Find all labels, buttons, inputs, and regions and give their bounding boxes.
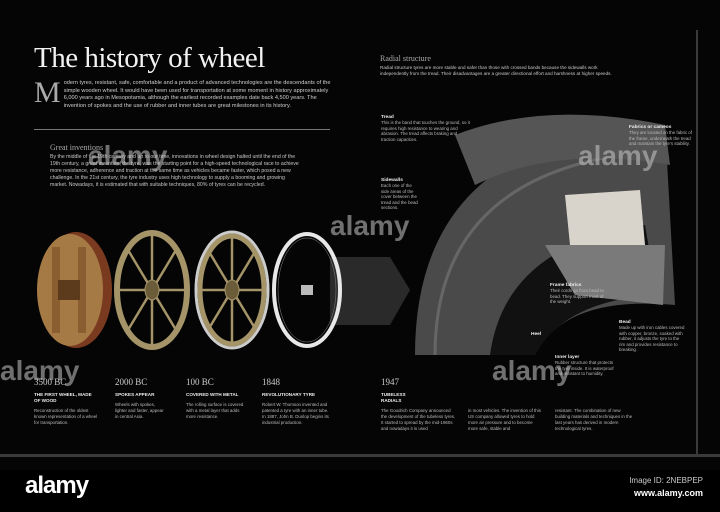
wheel-evolution-illustration (37, 230, 410, 350)
inner-label: Inner layer (555, 355, 580, 360)
timeline-text-3: resistant. The combination of new buildi… (555, 408, 633, 431)
fabrics-label: Fabrics or cameos (629, 125, 672, 130)
watermark: alamy (88, 140, 168, 171)
tyre-tread (455, 114, 670, 185)
bicycle-wheel (272, 232, 342, 348)
great-inventions-text: By the middle of the 19th century and up… (50, 154, 299, 188)
label-heel: Heel (531, 332, 541, 337)
great-inventions-heading: Great inventions (50, 143, 104, 152)
alamy-url[interactable]: www.alamy.com (633, 488, 703, 498)
watermark: alamy (0, 355, 80, 386)
timeline-year: 3500 BC (34, 377, 67, 387)
intro-text: odern tyres, resistant, safe, comfortabl… (63, 80, 331, 109)
bottom-border (0, 454, 720, 457)
drop-cap: M (34, 76, 61, 109)
timeline-item-1947: 1947 Tubeless radials The Goodrich Compa… (381, 377, 681, 432)
timeline-year: 2000 BC (115, 377, 148, 387)
timeline-title: Revolutionary tyre (262, 392, 316, 397)
alamy-logo[interactable]: alamy (25, 472, 89, 499)
timeline-title: Spokes appear (115, 392, 155, 397)
timeline-text: Reconstruction of the oldest known repre… (34, 408, 98, 425)
fabrics-text: They are located on the fabric of the fr… (629, 130, 692, 147)
watermark: alamy (330, 210, 410, 241)
inner-text: Rubber structure that protects the tyre … (555, 360, 614, 377)
watermark: alamy (492, 355, 572, 386)
bead-text: Made up with iron cables covered with co… (619, 325, 685, 353)
fabric-layer (565, 190, 645, 245)
frame-label: Frame fabrics (550, 283, 582, 288)
timeline-text: The rolling surface is covered with a me… (186, 402, 244, 419)
frame-text: Their cords go from bead to bead. They s… (550, 288, 604, 305)
radial-text: Radial structure tyres are more stable a… (380, 65, 612, 77)
watermark: alamy (578, 140, 658, 171)
tread-text: This is the band that touches the ground… (381, 120, 470, 142)
timeline-year: 1947 (381, 377, 399, 387)
page-title: The history of wheel (34, 42, 265, 74)
heel-label: Heel (531, 332, 542, 337)
timeline-title: The first wheel, made of wood (34, 392, 92, 403)
timeline-text: Robert W. Thomson invented and patented … (262, 402, 329, 425)
radial-heading: Radial structure (380, 54, 431, 63)
sidewalls-label: Sidewalls (381, 178, 403, 183)
timeline-year: 1848 (262, 377, 280, 387)
sidewalls-text: Each one of the side areas of the cover … (381, 183, 418, 211)
right-border (696, 30, 698, 455)
timeline-item: 100 BC Covered with metalThe rolling surf… (186, 377, 248, 420)
arrow-shape (330, 257, 410, 325)
timeline-title: Tubeless radials (381, 392, 406, 403)
image-id: Image ID: 2NEBPEP (629, 476, 703, 485)
frame-layer (545, 245, 665, 305)
radial-tyre-illustration (415, 114, 675, 355)
great-inventions-section: Great inventions By the middle of the 19… (50, 143, 300, 189)
radial-structure-section: Radial structure Radial structure tyres … (380, 54, 620, 78)
bead-label: Bead (619, 320, 631, 325)
wooden-wheel (37, 232, 112, 348)
timeline-item: 3500 BC The first wheel, made of woodReco… (34, 377, 99, 426)
timeline-text: The Goodrich Company announced the devel… (381, 408, 456, 431)
timeline-item: 2000 BC Spokes appearWheels with spokes, … (115, 377, 165, 420)
footer-bar: alamy Image ID: 2NEBPEP www.alamy.com (0, 470, 720, 512)
spoked-wheel (114, 230, 190, 350)
timeline-year: 100 BC (186, 377, 214, 387)
timeline-text: Wheels with spokes, lighter and faster, … (115, 402, 164, 419)
metal-covered-wheel (194, 230, 270, 350)
timeline-title: Covered with metal (186, 392, 239, 397)
divider (34, 129, 330, 130)
timeline-text-2: in most vehicles. The invention of this … (468, 408, 541, 431)
tread-label: Tread (381, 115, 394, 120)
timeline-item: 1848Revolutionary tyreRobert W. Thomson … (262, 377, 332, 426)
